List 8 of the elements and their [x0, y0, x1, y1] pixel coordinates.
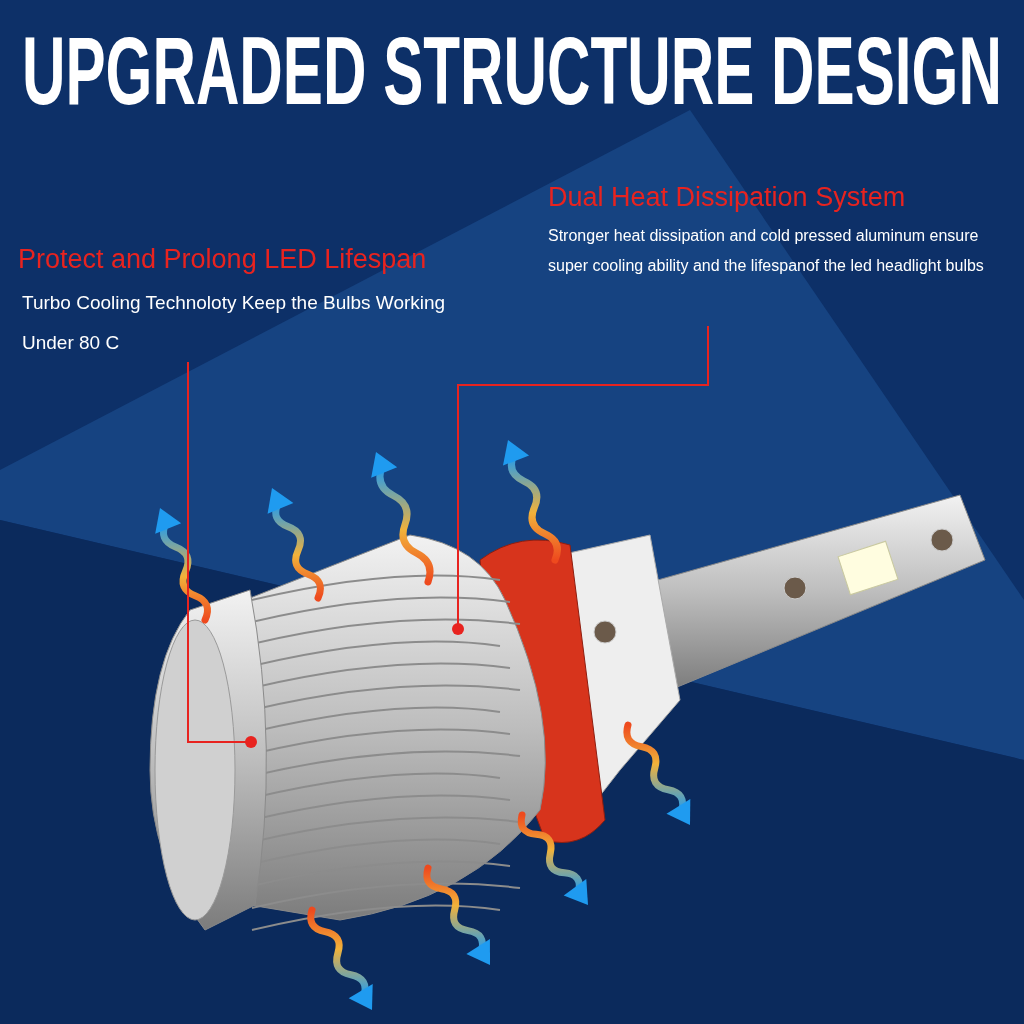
title: UPGRADED STRUCTURE DESIGN — [22, 18, 1002, 124]
headlight-bulb-drawing — [149, 440, 986, 1010]
leader-line — [187, 361, 257, 748]
callout-heading: Dual Heat Dissipation System — [548, 182, 907, 213]
callout-heading: Protect and Prolong LED Lifespan — [18, 244, 428, 275]
callout-text: Stronger heat dissipation and cold pressed aluminum ensure super cooling ability and the lifespanof the led headlight bulbs — [548, 226, 985, 276]
leader-line — [452, 325, 709, 635]
callout-text: Turbo Cooling Technoloty Keep the Bulbs Working Under 80 C — [21, 291, 447, 355]
